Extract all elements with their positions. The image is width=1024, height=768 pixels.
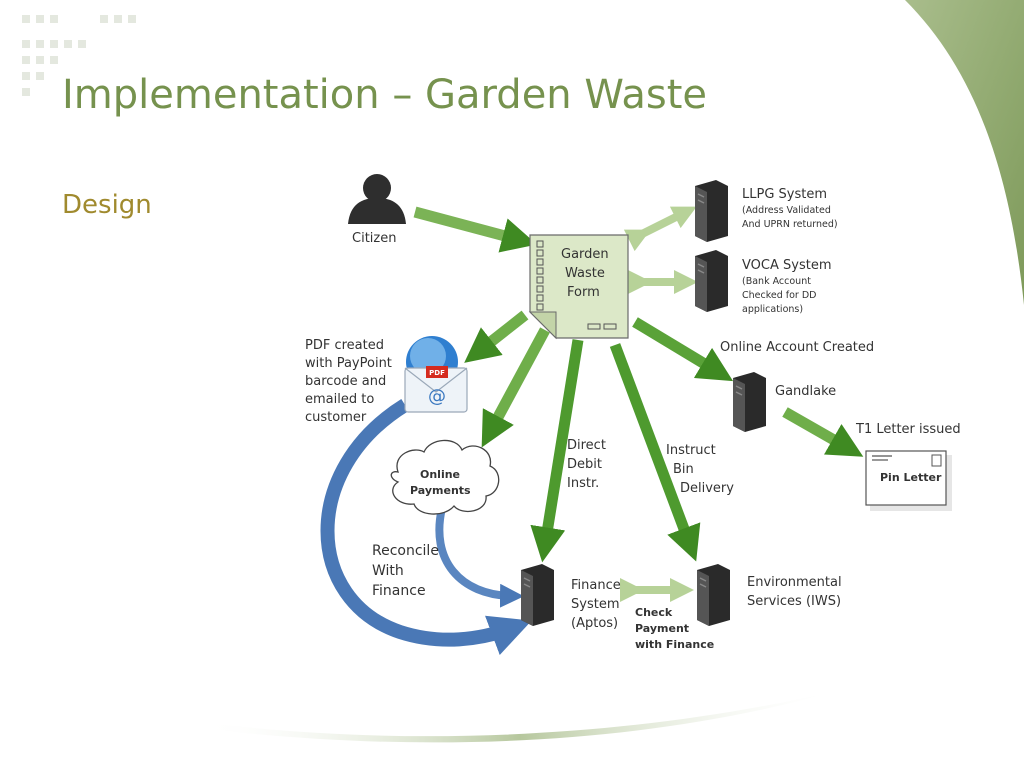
llpg-server-icon xyxy=(695,180,728,242)
slide-title: Implementation – Garden Waste xyxy=(62,72,707,118)
pdf-label-line3: barcode and xyxy=(305,374,387,389)
pdf-badge-text: PDF xyxy=(429,369,445,377)
voca-server-icon xyxy=(695,250,728,312)
pin-letter-envelope xyxy=(865,450,952,511)
email-pdf-icon: PDF @ xyxy=(404,336,468,413)
bottom-swoosh xyxy=(200,690,840,743)
online-account-label: Online Account Created xyxy=(720,340,875,355)
form-to-online-payments-arrow xyxy=(481,327,550,448)
form-label-line3: Form xyxy=(567,285,600,300)
instruct-bin-line2: Bin xyxy=(673,462,694,477)
online-payments-line1: Online xyxy=(420,468,461,481)
citizen-icon xyxy=(348,174,406,224)
pdf-label-line1: PDF created xyxy=(305,338,384,353)
pdf-label-line4: emailed to xyxy=(305,392,375,407)
online-account-arrow xyxy=(632,317,734,382)
direct-debit-line1: Direct xyxy=(567,438,606,453)
t1-letter-label: T1 Letter issued xyxy=(856,422,961,437)
reconcile-line2: With xyxy=(372,563,404,579)
online-payments-arrow xyxy=(435,507,524,608)
instruct-bin-arrow xyxy=(609,343,701,562)
check-payment-line2: Payment xyxy=(635,622,690,635)
corner-decoration xyxy=(905,0,1024,305)
direct-debit-line2: Debit xyxy=(567,457,602,472)
llpg-double-arrow xyxy=(623,206,697,252)
online-payments-line2: Payments xyxy=(410,484,471,497)
environmental-server-icon xyxy=(697,564,730,626)
voca-note-line3: applications) xyxy=(742,304,804,315)
garden-waste-form-icon xyxy=(528,234,629,340)
citizen-to-form-arrow xyxy=(413,206,538,253)
form-label-line1: Garden xyxy=(561,247,609,262)
t1-letter-arrow xyxy=(782,407,864,457)
environmental-line2: Services (IWS) xyxy=(747,594,842,609)
finance-line2: System xyxy=(571,597,620,612)
direct-debit-line3: Instr. xyxy=(567,476,600,491)
pin-letter-label: Pin Letter xyxy=(880,471,942,484)
finance-server-icon xyxy=(521,564,554,626)
llpg-note-line1: (Address Validated xyxy=(742,205,831,216)
reconcile-arrow xyxy=(320,399,532,656)
llpg-note-line2: And UPRN returned) xyxy=(742,219,838,230)
email-at-symbol: @ xyxy=(428,386,446,407)
dot-pattern xyxy=(22,15,136,96)
instruct-bin-line1: Instruct xyxy=(666,443,716,458)
gandlake-label: Gandlake xyxy=(775,384,837,399)
environmental-line1: Environmental xyxy=(747,575,842,590)
llpg-title: LLPG System xyxy=(742,187,828,202)
voca-title: VOCA System xyxy=(742,258,832,273)
instruct-bin-line3: Delivery xyxy=(680,481,734,496)
voca-note-line1: (Bank Account xyxy=(742,276,811,287)
online-payments-cloud xyxy=(390,439,500,515)
pdf-label-line2: with PayPoint xyxy=(305,356,392,371)
form-to-pdf-arrow xyxy=(464,310,529,363)
reconcile-line3: Finance xyxy=(372,583,426,599)
slide-subtitle: Design xyxy=(62,190,152,220)
voca-note-line2: Checked for DD xyxy=(742,290,817,301)
finance-line1: Finance xyxy=(571,578,621,593)
pdf-label-line5: customer xyxy=(305,410,367,425)
reconcile-line1: Reconcile xyxy=(372,543,439,559)
check-payment-line1: Check xyxy=(635,606,673,619)
direct-debit-arrow xyxy=(530,339,584,563)
citizen-label: Citizen xyxy=(352,231,397,246)
gandlake-server-icon xyxy=(733,372,766,432)
check-payment-line3: with Finance xyxy=(635,638,715,651)
finance-line3: (Aptos) xyxy=(571,616,619,631)
form-label-line2: Waste xyxy=(565,266,605,281)
